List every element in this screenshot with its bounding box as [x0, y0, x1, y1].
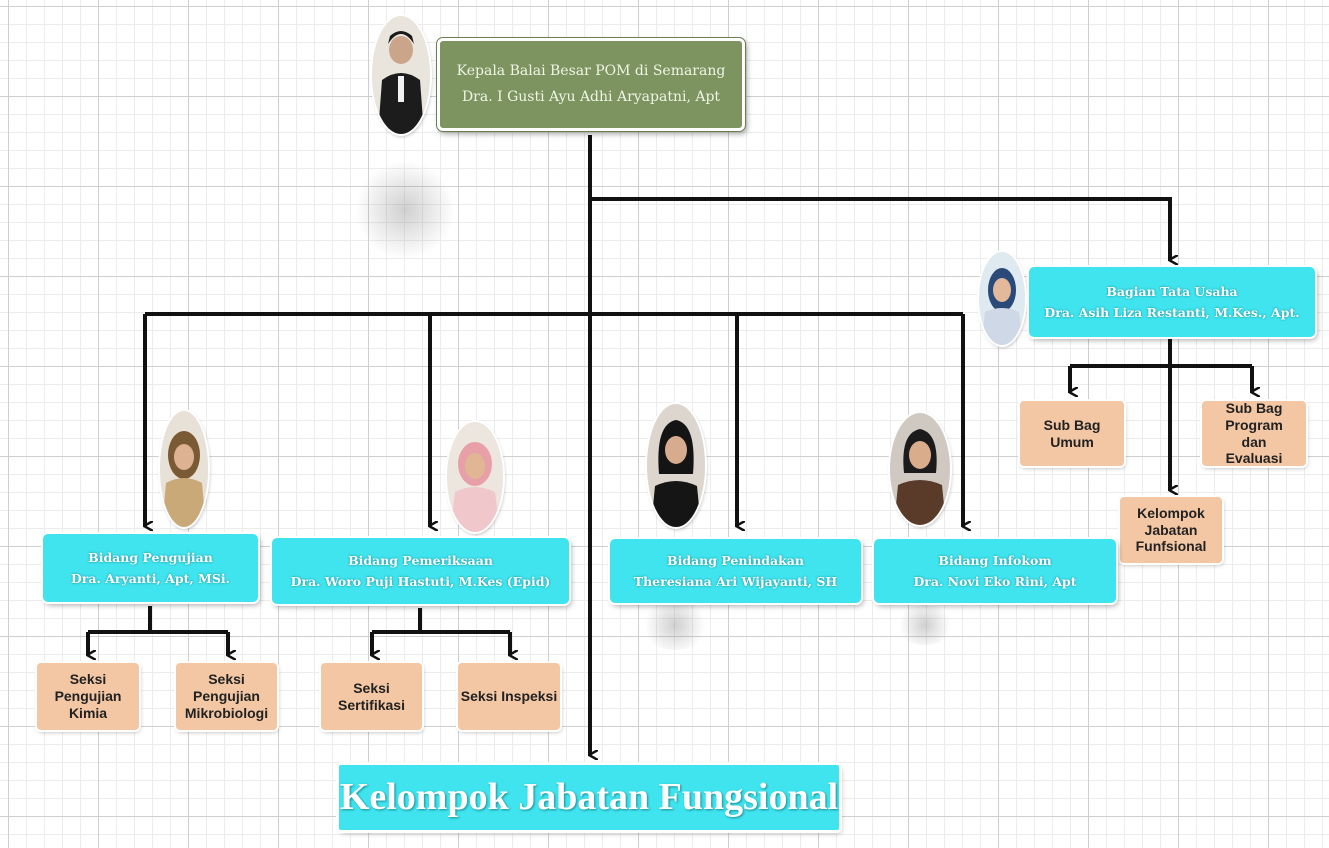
kelompok-jabatan-fungsional-label: Kelompok Jabatan Fungsional [339, 775, 839, 818]
penindakan-box: Bidang Penindakan Theresiana Ari Wijayan… [610, 539, 861, 603]
subbag-umum-box: Sub Bag Umum [1020, 401, 1124, 466]
kelompok-small-label: Kelompok Jabatan Funfsional [1135, 504, 1207, 555]
blur-spot [355, 160, 455, 260]
head-photo [372, 16, 430, 134]
seksi-mikro-box: Seksi Pengujian Mikrobiologi [176, 663, 277, 730]
penindakan-name: Theresiana Ari Wijayanti, SH [633, 573, 838, 589]
pengujian-name: Dra. Aryanti, Apt, MSi. [70, 570, 231, 586]
pemeriksaan-photo [447, 422, 503, 532]
kelompok-small-box: Kelompok Jabatan Funfsional [1120, 497, 1222, 563]
infokom-box: Bidang Infokom Dra. Novi Eko Rini, Apt [874, 539, 1116, 603]
head-title: Kepala Balai Besar POM di Semarang [456, 63, 726, 79]
tata-usaha-title: Bagian Tata Usaha [1106, 283, 1238, 299]
pemeriksaan-box: Bidang Pemeriksaan Dra. Woro Puji Hastut… [272, 538, 569, 604]
pemeriksaan-title: Bidang Pemeriksaan [348, 552, 493, 568]
blur-spot [895, 605, 955, 645]
kelompok-jabatan-fungsional-box: Kelompok Jabatan Fungsional [339, 765, 839, 830]
seksi-mikro-label: Seksi Pengujian Mikrobiologi [184, 671, 269, 721]
subbag-umum-label: Sub Bag Umum [1043, 416, 1101, 450]
seksi-sertifikasi-label: Seksi Sertifikasi [338, 679, 405, 713]
seksi-sertifikasi-box: Seksi Sertifikasi [321, 663, 422, 730]
head-name: Dra. I Gusti Ayu Adhi Aryapatni, Apt [461, 88, 721, 105]
infokom-photo [890, 413, 950, 525]
head-box: Kepala Balai Besar POM di Semarang Dra. … [437, 38, 745, 131]
pemeriksaan-name: Dra. Woro Puji Hastuti, M.Kes (Epid) [290, 573, 551, 589]
penindakan-title: Bidang Penindakan [667, 552, 804, 568]
seksi-inspeksi-label: Seksi Inspeksi [460, 688, 558, 705]
tata-usaha-photo [979, 252, 1025, 345]
infokom-title: Bidang Infokom [938, 552, 1052, 568]
subbag-program-label: Sub Bag Program dan Evaluasi [1225, 399, 1283, 467]
tata-usaha-name: Dra. Asih Liza Restanti, M.Kes., Apt. [1044, 304, 1300, 320]
blur-spot [640, 600, 710, 650]
seksi-kimia-box: Seksi Pengujian Kimia [37, 663, 139, 730]
penindakan-photo [647, 404, 705, 527]
tata-usaha-box: Bagian Tata Usaha Dra. Asih Liza Restant… [1029, 267, 1315, 337]
subbag-program-box: Sub Bag Program dan Evaluasi [1202, 399, 1306, 467]
infokom-name: Dra. Novi Eko Rini, Apt [913, 573, 1077, 589]
pengujian-title: Bidang Pengujian [88, 549, 213, 565]
pengujian-box: Bidang Pengujian Dra. Aryanti, Apt, MSi. [43, 534, 258, 602]
pengujian-photo [160, 411, 208, 527]
seksi-kimia-label: Seksi Pengujian Kimia [54, 671, 122, 721]
seksi-inspeksi-box: Seksi Inspeksi [458, 663, 560, 730]
